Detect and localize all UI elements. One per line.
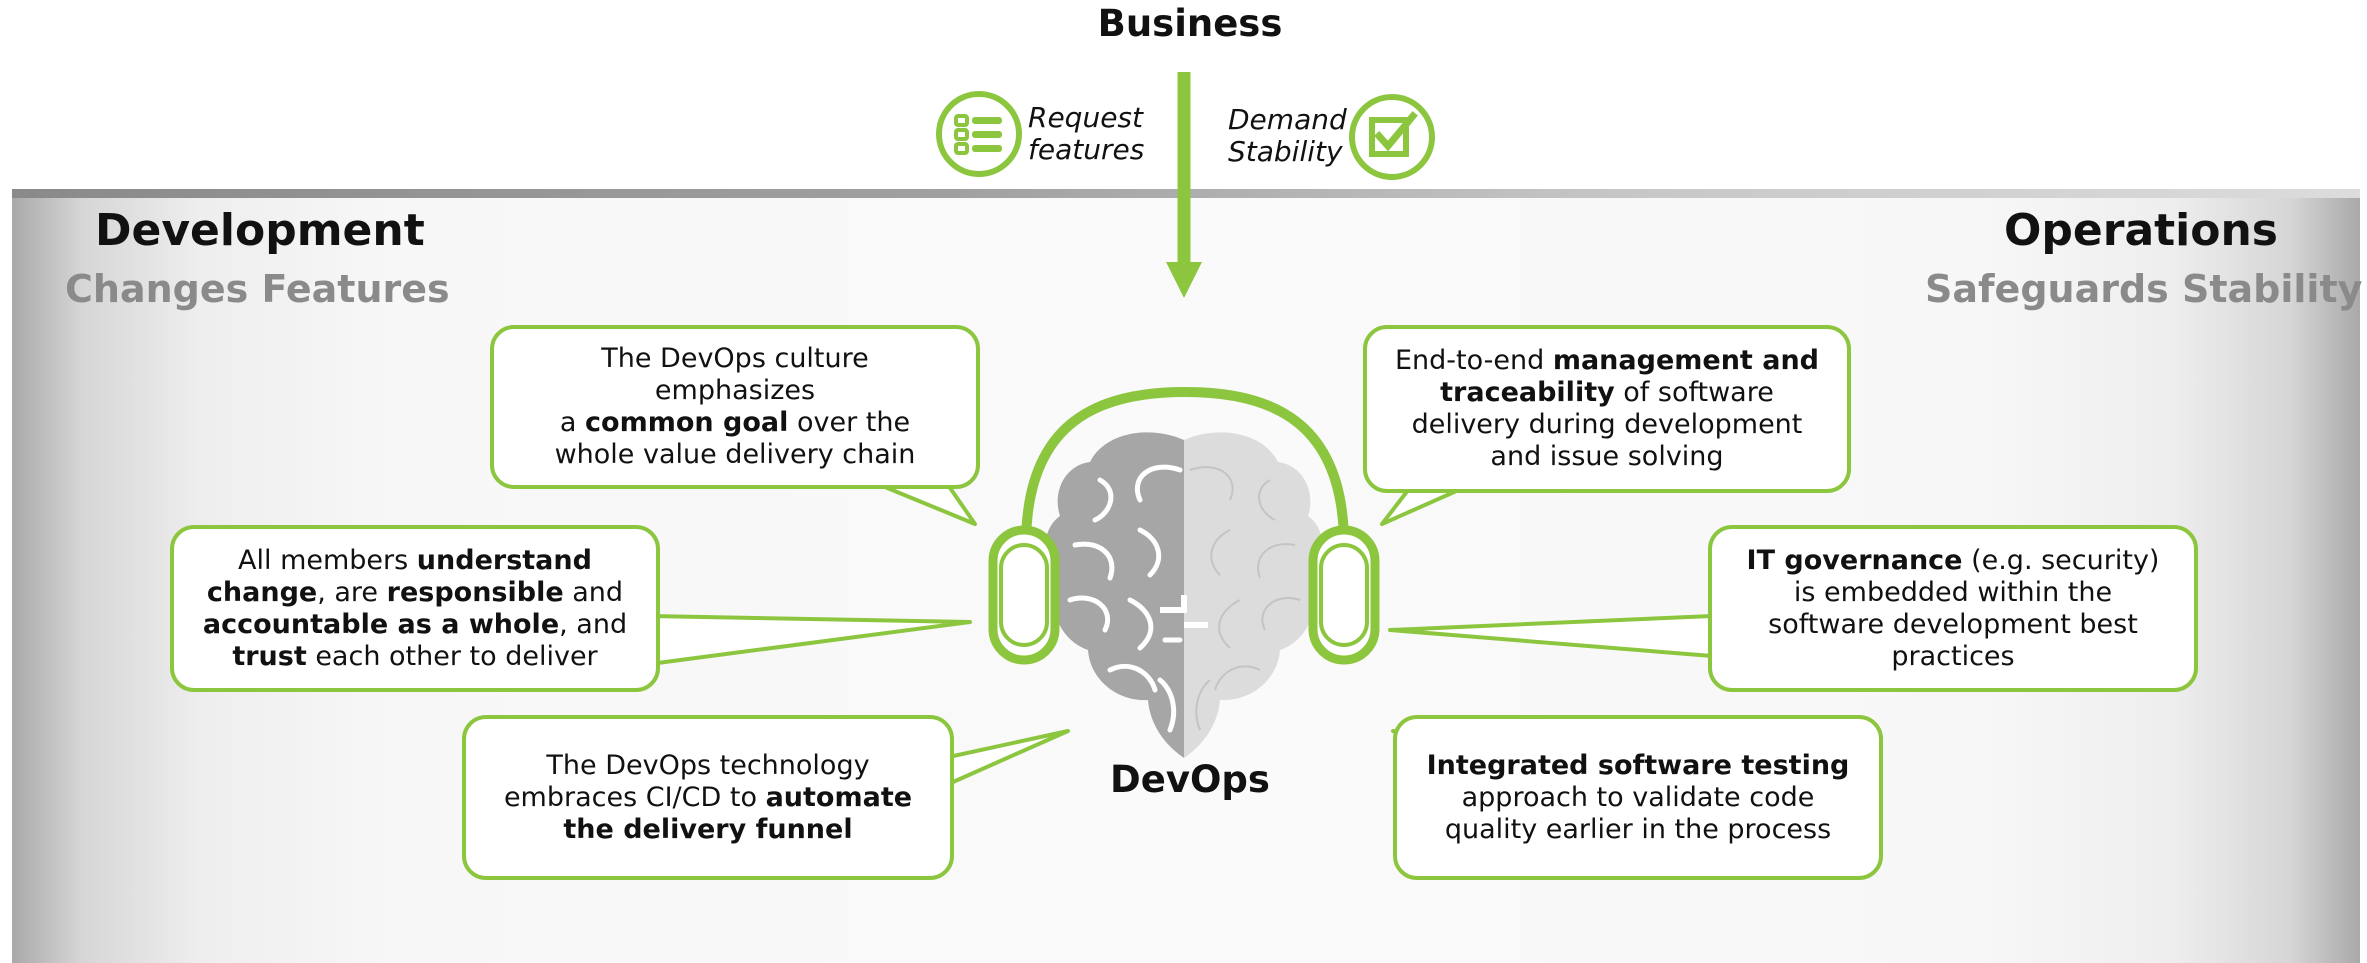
down-arrow: [1166, 72, 1202, 298]
development-subtitle: Changes Features: [65, 267, 450, 311]
brain-icon: [1044, 432, 1324, 758]
devops-label: DevOps: [1110, 758, 1270, 801]
bubble-ci-cd: The DevOps technology embraces CI/CD to …: [462, 715, 954, 880]
headphones-icon: [988, 386, 1380, 665]
request-features-text: Request features: [1028, 101, 1145, 166]
checkbox-icon: [1349, 94, 1435, 180]
bubble-traceability: End-to-end management and traceability o…: [1363, 325, 1851, 493]
bubble-common-goal: The DevOps culture emphasizes a common g…: [490, 325, 980, 489]
bubble-shared-responsibility: All members understand change, are respo…: [170, 525, 660, 692]
demand-stability-text: Demand Stability: [1228, 103, 1347, 168]
operations-subtitle: Safeguards Stability: [1925, 267, 2363, 311]
development-title: Development: [95, 205, 425, 256]
bubble-integrated-testing: Integrated software testing approach to …: [1393, 715, 1883, 880]
operations-title: Operations: [2004, 205, 2278, 256]
list-icon: [936, 91, 1022, 177]
business-label: Business: [1097, 2, 1283, 45]
bubble-it-governance: IT governance (e.g. security) is embedde…: [1708, 525, 2198, 692]
